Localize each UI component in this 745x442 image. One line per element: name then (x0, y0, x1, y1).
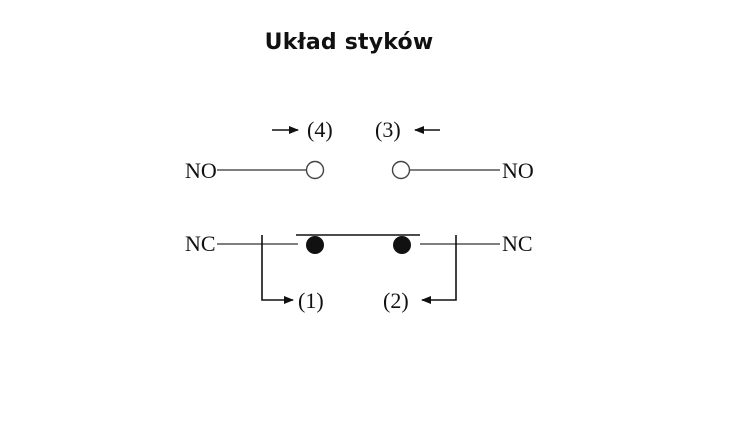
label-contact-4: (4) (307, 117, 333, 142)
label-contact-3: (3) (375, 117, 401, 142)
no-contact-left (305, 160, 325, 180)
no-contact-right (391, 160, 411, 180)
label-contact-2: (2) (383, 288, 409, 313)
page-title: Układ styków (264, 30, 434, 55)
nc-contact-left (306, 236, 324, 254)
nc-contact-right (393, 236, 411, 254)
terminal-nc-left: NC (185, 231, 216, 256)
terminal-nc-right: NC (502, 231, 533, 256)
leader-2 (421, 235, 457, 304)
terminal-no-left: NO (185, 158, 217, 183)
label-contact-1: (1) (298, 288, 324, 313)
leader-1 (261, 235, 294, 304)
terminal-no-right: NO (502, 158, 534, 183)
